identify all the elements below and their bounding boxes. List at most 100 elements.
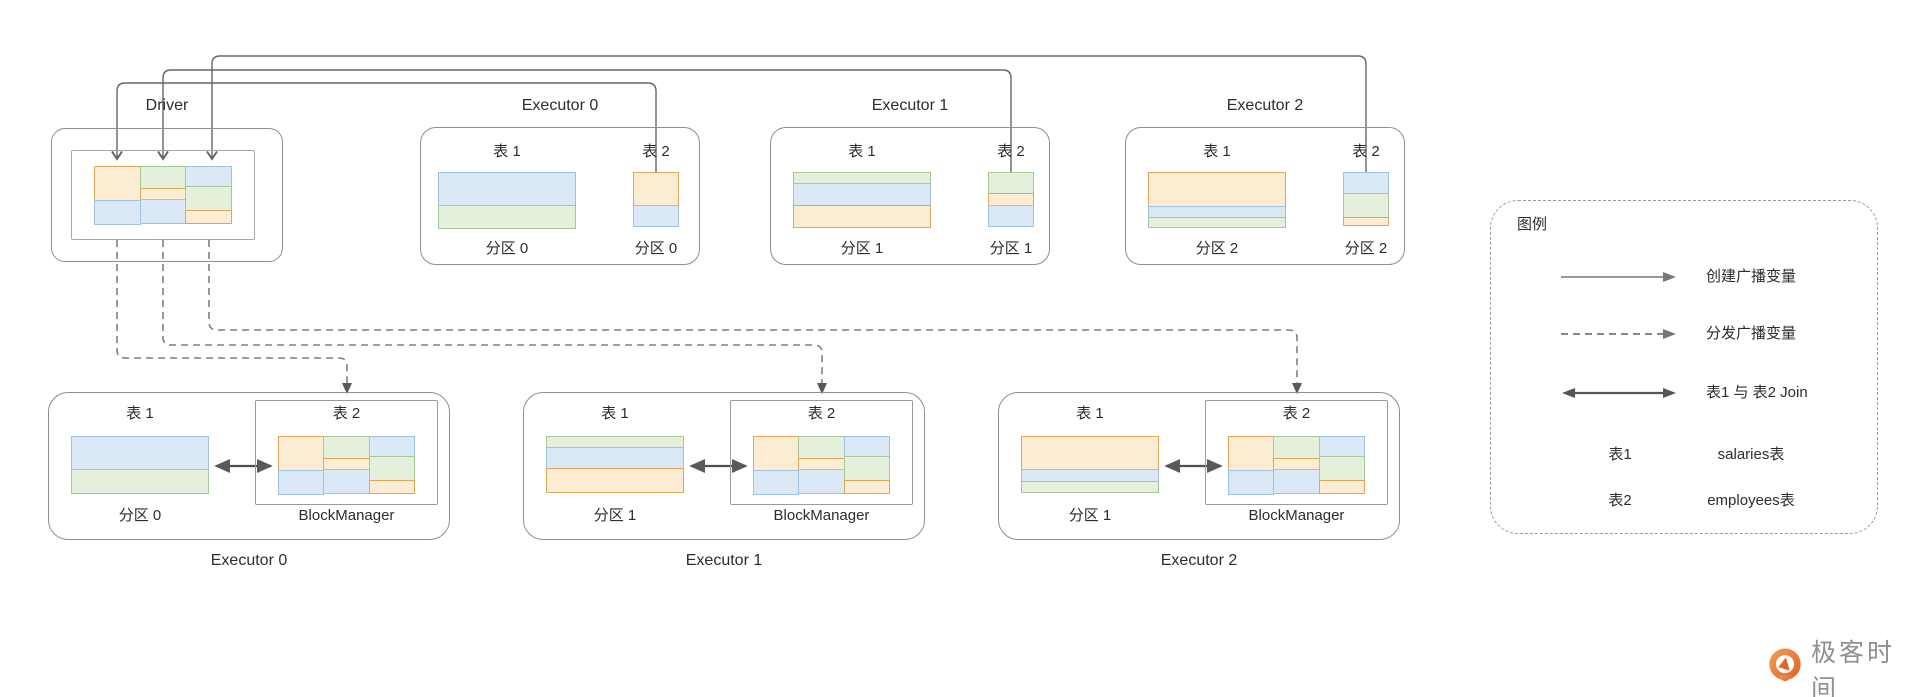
block-blue: [139, 199, 187, 224]
executor2-bottom-table2-label: 表 2: [1282, 405, 1311, 422]
block-blue: [185, 166, 233, 187]
executor2-blockmanager-label: BlockManager: [1248, 507, 1345, 524]
executor2-top-table2-label: 表 2: [1352, 143, 1380, 160]
executor0-top-table1-partition: [438, 172, 576, 229]
executor0-top-table1-partition-label: 分区 0: [485, 240, 529, 257]
driver-title: Driver: [145, 97, 189, 114]
segment-green: [71, 469, 209, 494]
executor1-top-title: Executor 1: [871, 97, 949, 114]
executor0-top-table2-label: 表 2: [642, 143, 670, 160]
block-blue: [1228, 470, 1275, 495]
executor1-bottom-table1-partition-label: 分区 1: [593, 507, 637, 524]
segment-green: [1148, 217, 1286, 228]
block-blue: [753, 470, 800, 495]
executor0-top-table2-partition-label: 分区 0: [634, 240, 678, 257]
executor2-top-box: [1125, 127, 1405, 265]
executor1-bottom-table1-partition: [546, 436, 684, 493]
executor2-blockmanager-box: [1205, 400, 1388, 505]
block-orange: [94, 166, 141, 201]
grid-column: [798, 436, 845, 496]
executor2-top-table2-partition-label: 分区 2: [1344, 240, 1388, 257]
legend-box: 图例 创建广播变量 分发广播变量 表1 与 表2 Join 表1 salarie…: [1490, 200, 1878, 534]
executor1-bottom-table2-label: 表 2: [807, 405, 836, 422]
segment-orange: [1343, 217, 1389, 226]
block-green: [139, 166, 187, 189]
executor1-top-table1-partition-label: 分区 1: [840, 240, 884, 257]
executor0-bottom-table1-label: 表 1: [126, 405, 154, 422]
executor1-bottom-table1-label: 表 1: [601, 405, 629, 422]
grid-column: [843, 436, 890, 496]
executor2-bottom-table1-partition-label: 分区 1: [1068, 507, 1112, 524]
block-green: [323, 436, 370, 459]
segment-orange: [546, 468, 684, 493]
grid-column: [323, 436, 370, 496]
executor0-blockmanager-grid: [278, 436, 415, 496]
legend-double-arrow-icon: [1559, 386, 1679, 400]
legend-key-table2: 表2: [1608, 492, 1632, 509]
block-blue: [1273, 469, 1320, 494]
executor0-top-table1-label: 表 1: [493, 143, 521, 160]
geektime-logo-icon: [1766, 646, 1804, 693]
segment-orange: [793, 205, 931, 228]
block-orange: [368, 480, 415, 494]
segment-blue: [1343, 172, 1389, 194]
executor0-top-title: Executor 0: [521, 97, 599, 114]
legend-key-table1: 表1: [1608, 446, 1632, 463]
executor2-blockmanager-grid: [1228, 436, 1365, 496]
legend-label-join: 表1 与 表2 Join: [1706, 384, 1808, 401]
executor2-bottom-title: Executor 2: [1160, 552, 1238, 569]
segment-green: [1021, 481, 1159, 493]
legend-value-table1: salaries表: [1717, 446, 1785, 463]
block-green: [368, 456, 415, 481]
block-green: [1273, 436, 1320, 459]
block-blue: [278, 470, 325, 495]
executor0-bottom-box: [48, 392, 450, 540]
block-orange: [185, 210, 233, 224]
segment-blue: [988, 205, 1034, 227]
driver-broadcast-grid: [94, 166, 233, 226]
segment-blue: [633, 205, 679, 227]
executor1-top-box: [770, 127, 1050, 265]
segment-blue: [793, 183, 931, 206]
executor1-top-table1-partition: [793, 172, 931, 228]
block-orange: [1228, 436, 1275, 471]
executor1-blockmanager-box: [730, 400, 913, 505]
executor0-blockmanager-label: BlockManager: [298, 507, 395, 524]
executor0-top-box: [420, 127, 700, 265]
connector-distribute-driver-to-exec0: [116, 240, 353, 395]
legend-label-create: 创建广播变量: [1706, 268, 1797, 285]
segment-blue: [71, 436, 209, 470]
block-green: [798, 436, 845, 459]
block-blue: [323, 469, 370, 494]
block-orange: [278, 436, 325, 471]
block-orange: [843, 480, 890, 494]
executor1-top-table1-label: 表 1: [848, 143, 876, 160]
executor2-bottom-table1-label: 表 1: [1076, 405, 1104, 422]
block-blue: [94, 200, 141, 225]
executor1-top-table2-partition-label: 分区 1: [989, 240, 1033, 257]
grid-column: [1228, 436, 1275, 496]
executor1-top-table2-label: 表 2: [997, 143, 1025, 160]
executor2-top-table1-label: 表 1: [1203, 143, 1231, 160]
executor2-top-title: Executor 2: [1226, 97, 1304, 114]
segment-orange: [1148, 172, 1286, 207]
block-orange: [1318, 480, 1365, 494]
executor1-top-table2-partition: [988, 172, 1034, 227]
executor2-bottom-box: [998, 392, 1400, 540]
grid-column: [185, 166, 233, 226]
segment-green: [988, 172, 1034, 194]
grid-column: [139, 166, 187, 226]
segment-blue: [546, 447, 684, 469]
segment-orange: [633, 172, 679, 206]
segment-green: [438, 205, 576, 229]
block-blue: [798, 469, 845, 494]
legend-label-distribute: 分发广播变量: [1706, 325, 1797, 342]
executor0-bottom-table1-partition: [71, 436, 209, 494]
block-blue: [843, 436, 890, 457]
executor2-top-table1-partition-label: 分区 2: [1195, 240, 1239, 257]
block-blue: [1318, 436, 1365, 457]
legend-dashed-arrow-icon: [1559, 327, 1679, 341]
grid-column: [1318, 436, 1365, 496]
driver-box: [51, 128, 283, 262]
